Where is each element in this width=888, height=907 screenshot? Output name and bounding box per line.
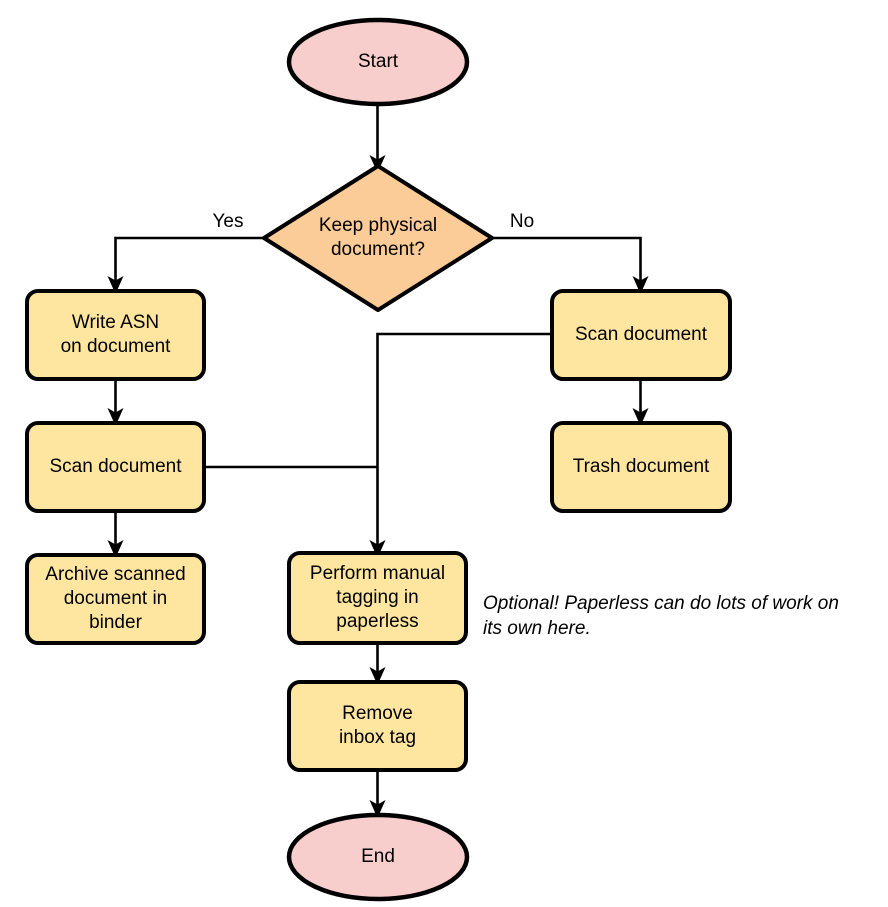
node-start[interactable]: Start (286, 17, 470, 107)
node-shape-rect (550, 421, 732, 513)
node-label: Keep physical (319, 215, 437, 236)
node-shape-diamond (262, 164, 494, 312)
arrowhead-icon (107, 540, 124, 558)
node-label: End (361, 846, 395, 867)
node-label: Scan document (49, 456, 182, 477)
edge-decision-no-to-scan-right: No (492, 211, 649, 294)
edge-label-decision-no-to-scan-right: No (510, 211, 534, 232)
node-label: inbox tag (339, 727, 416, 748)
node-label: Scan document (575, 324, 708, 345)
node-label: on document (61, 336, 172, 357)
node-shape-ellipse (286, 812, 470, 902)
annotations-layer: Optional! Paperless can do lots of work … (483, 593, 839, 639)
edge-line (114, 236, 264, 285)
node-label: binder (89, 612, 142, 633)
arrowhead-icon (632, 276, 649, 294)
edge-decision-yes-to-write-asn: Yes (107, 211, 264, 294)
node-label: Perform manual (310, 563, 445, 584)
node-shape-rect (25, 289, 206, 381)
node-label: document in (64, 588, 168, 609)
node-shape-ellipse (286, 17, 470, 107)
node-label: paperless (336, 611, 418, 632)
node-shape-rect (550, 289, 732, 381)
node-write-asn[interactable]: Write ASN on document (25, 289, 206, 381)
edge-remove-inbox-to-end (369, 770, 386, 818)
node-shape-rect (287, 551, 468, 645)
edge-line (376, 332, 552, 547)
node-label: Archive scanned (45, 564, 185, 585)
annotation-line: Optional! Paperless can do lots of work … (483, 593, 839, 614)
node-keep-physical[interactable]: Keep physical document? (262, 164, 494, 312)
node-label: tagging in (336, 587, 418, 608)
node-end[interactable]: End (286, 812, 470, 902)
arrowhead-icon (632, 408, 649, 426)
node-trash-document[interactable]: Trash document (550, 421, 732, 513)
arrowhead-icon (107, 408, 124, 426)
edge-scan-left-to-archive (107, 511, 124, 558)
node-label: Start (358, 51, 399, 72)
node-label: Write ASN (72, 312, 159, 333)
node-scan-document-right[interactable]: Scan document (550, 289, 732, 381)
edge-line (492, 236, 642, 285)
node-archive-binder[interactable]: Archive scanned document in binder (25, 553, 206, 645)
node-shape-rect (25, 553, 206, 645)
edges-layer: Yes No (107, 104, 649, 818)
arrowhead-icon (369, 540, 386, 558)
node-manual-tagging[interactable]: Perform manual tagging in paperless (287, 551, 468, 645)
arrowhead-icon (369, 667, 386, 685)
edge-scan-right-to-manual-tagging (369, 332, 552, 558)
node-remove-inbox-tag[interactable]: Remove inbox tag (287, 680, 468, 772)
edge-write-asn-to-scan-left (107, 379, 124, 426)
annotation-optional-note: Optional! Paperless can do lots of work … (483, 593, 839, 639)
node-label: Trash document (573, 456, 710, 477)
node-shape-rect (25, 421, 206, 513)
node-scan-document-left[interactable]: Scan document (25, 421, 206, 513)
edge-label-decision-yes-to-write-asn: Yes (213, 211, 244, 232)
edge-start-to-decision (369, 104, 386, 173)
node-label: Remove (342, 703, 413, 724)
node-label: document? (331, 239, 425, 260)
arrowhead-icon (369, 155, 386, 173)
node-shape-rect (287, 680, 468, 772)
edge-manual-tagging-to-remove-inbox (369, 643, 386, 685)
edge-scan-right-to-trash (632, 379, 649, 426)
arrowhead-icon (107, 276, 124, 294)
arrowhead-icon (369, 800, 386, 818)
annotation-line: its own here. (483, 618, 591, 639)
